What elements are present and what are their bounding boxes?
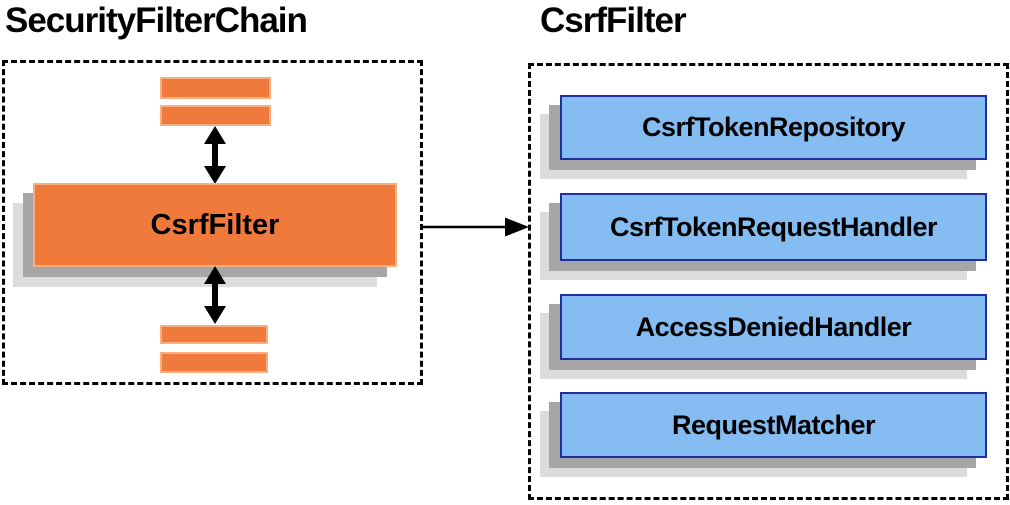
csrf-filter-panel (528, 63, 1009, 500)
component-box-csrf-token-request-handler: CsrfTokenRequestHandler (560, 193, 987, 261)
csrf-filter-box-label: CsrfFilter (150, 208, 280, 241)
component-label: RequestMatcher (671, 409, 876, 440)
right-arrow-icon (423, 217, 529, 237)
component-label: AccessDeniedHandler (635, 311, 912, 342)
component-label: CsrfTokenRepository (641, 112, 906, 142)
component-label: CsrfTokenRequestHandler (609, 211, 938, 242)
csrf-filter-box: CsrfFilter (33, 183, 397, 267)
filter-bar-top-2 (160, 105, 271, 126)
filter-bar-bottom-2 (160, 352, 268, 373)
double-arrow-icon (204, 266, 226, 324)
double-arrow-icon (204, 126, 226, 184)
component-box-request-matcher: RequestMatcher (560, 392, 987, 458)
component-box-access-denied-handler: AccessDeniedHandler (560, 294, 987, 360)
security-filter-chain-title: SecurityFilterChain (5, 1, 308, 40)
csrf-filter-title: CsrfFilter (540, 1, 687, 40)
security-filter-chain-panel (2, 60, 423, 385)
filter-bar-bottom-1 (160, 325, 268, 344)
filter-bar-top-1 (160, 77, 271, 99)
component-box-csrf-token-repository: CsrfTokenRepository (560, 95, 987, 160)
